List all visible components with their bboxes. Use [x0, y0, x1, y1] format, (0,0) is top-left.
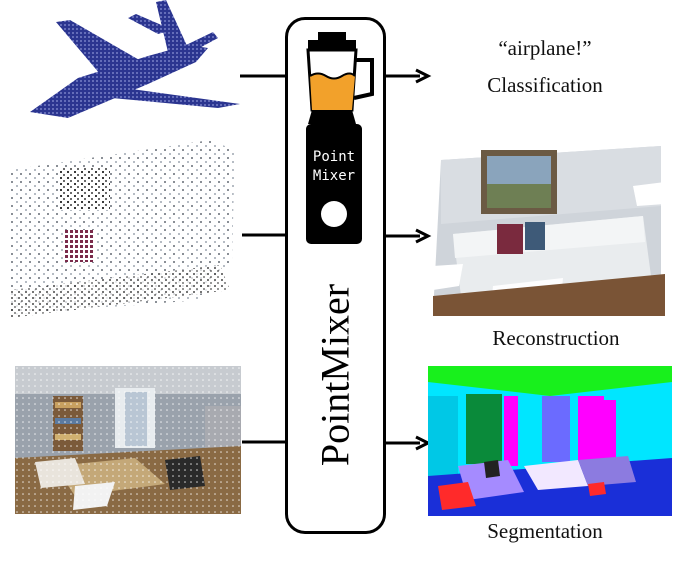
output-arrows [386, 68, 432, 451]
blender-label-line2: Mixer [312, 168, 356, 184]
pointmixer-title-text: PointMixer [312, 283, 358, 467]
classification-label: Classification [487, 73, 603, 97]
pointmixer-title: PointMixer [300, 260, 370, 490]
input-connector-lines [240, 74, 288, 444]
blender-icon [306, 32, 374, 244]
classification-quote: “airplane!” [498, 36, 592, 60]
dense-office-point-cloud [15, 366, 241, 514]
reconstruction-label: Reconstruction [492, 326, 620, 350]
segmentation-image [428, 366, 672, 516]
sparse-room-point-cloud [10, 140, 240, 325]
segmentation-label: Segmentation [487, 519, 603, 543]
reconstruction-image [433, 146, 665, 316]
blender-label-line1: Point [312, 149, 356, 165]
airplane-point-cloud [8, 0, 244, 132]
